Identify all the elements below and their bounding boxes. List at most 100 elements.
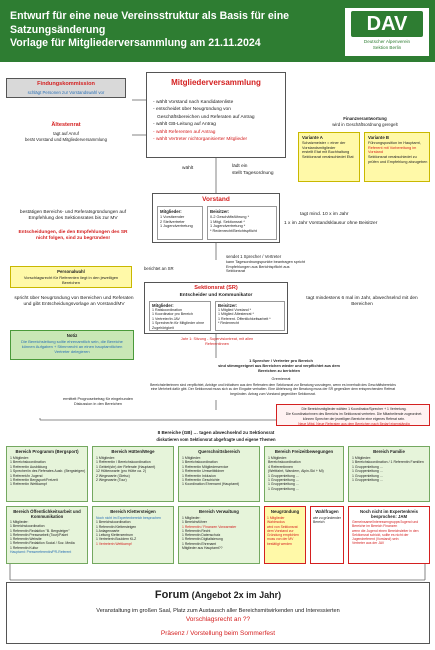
variante-b-item-2: Referent mit Vorbereitung im Vorstand (368, 145, 417, 155)
label-stellt: stellt Tagesordnung (232, 171, 274, 176)
forum-subtitle: (Angebot 2x im Jahr) (191, 590, 282, 600)
sektionsrat-members-title: Mitglieder: (152, 303, 174, 308)
sektionsrat-beisitzer-3: 1 Referent. Öffentlichkeitsarbeit * (218, 316, 271, 321)
gb-programm-line: 1 Referentin Bergsport/Freizeit (10, 477, 58, 482)
vorstand-members-list: 1 Vorsitzender 2 Stellvertreter 1 Jugend… (160, 215, 202, 229)
gb-freizeit-line: 4 Referentinnen (268, 464, 293, 469)
title-line-2: Vorlage für Mitgliederversammlung am 21.… (10, 37, 261, 50)
vorstand-beisitzer-title: Beisitzer: (210, 209, 230, 214)
vorstand-title: Vorstand (202, 196, 230, 203)
gb-oeffentlichkeit-lines: 1 Mitglieder: 1 Bereichskoordination 1 R… (10, 520, 88, 554)
document-title: Entwurf für eine neue Vereinsstruktur al… (10, 10, 355, 51)
gb-oeff-line: 1 Referentin Pressearbeit (Tour)/Paket (10, 532, 68, 537)
gb-neu-line: Wahlmodus (267, 520, 285, 525)
gb-verwaltung-title: Bereich Verwaltung (199, 509, 239, 514)
variante-a-box: Variante A Schatzmeister = einer der Vor… (298, 132, 360, 182)
gb-neu-line: 1 Mitglieder (267, 516, 285, 520)
gb-freizeit-line: 1 Mitglieder: (268, 456, 288, 460)
personalwahl-box: Personalwahl Vorschlagsrecht für Referen… (10, 266, 132, 288)
mitgliederversammlung-box: Mitgliederversammlung - wählt Vorstand n… (146, 72, 286, 158)
sektionsrat-beisitzer-note: * Redenrecht (218, 321, 239, 326)
hinweis-line-3: können Sprecher der jeweiligen Bereiche … (302, 417, 406, 421)
sprecher-extra: Gremienrat (271, 377, 291, 381)
findungskommission-subtitle: schlägt Personen zur Vorstandswahl vor (27, 90, 105, 95)
gb-jam-line: wenn die Jugend einen Bereichsleiter in … (352, 528, 419, 542)
gb-freizeit: Bereich Freizeitbewegungen 1 Mitglieder:… (264, 446, 344, 502)
label-waehlt: wählt (182, 166, 194, 171)
logo-text: Deutscher Alpenverein Sektion Berlin (347, 39, 427, 50)
mv-item-5: - wählt Referenten auf Antrag (153, 129, 216, 135)
vorstand-box: Vorstand Mitglieder: 1 Vorsitzender 2 St… (152, 193, 280, 243)
gb-familie-line: 1 Mitglieder: (352, 456, 372, 460)
mv-item-3: Geschäftsbereichen und Referaten auf Ant… (157, 114, 255, 120)
gb-kletter-line: Noch nicht im Expertenbereich besprochen (96, 516, 161, 520)
gb-querschnitt-line: 1 Bereichskoordination (182, 460, 218, 465)
variante-a-title: Variante A (302, 135, 323, 140)
gb-querschnitt-lines: 1 Mitglieder: 1 Bereichskoordination 1 R… (182, 456, 260, 487)
logo-mark: DAV (351, 11, 423, 37)
vorstand-beisitzer-note: * Redenrecht/Berichtspflicht (210, 229, 257, 234)
gb-programm-line: 1 Referentin Wettkampf (10, 482, 47, 487)
aeltestenrat-box: Ältestenrat tagt auf Anruf berät Vorstan… (6, 120, 126, 146)
gb-programm: Bereich Programm (Bergsport) 1 Mitgliede… (6, 446, 88, 502)
gb-oeff-line: 1 Referentin Website (10, 537, 42, 541)
variante-b-item-3: Sektionsrat verabschiedet zu prüfen und … (368, 155, 428, 164)
personalwahl-title: Personalwahl (57, 269, 85, 274)
sektionsrat-box: Sektionsrat (SR) Entscheider und Kommuni… (144, 282, 288, 334)
gb-neu-line: wird von Sektionsrat dem Vorstand zur Gr… (267, 524, 299, 538)
sektionsrat-members-list: 1 Ratskoordination 1 Koordinator pro Ber… (152, 308, 210, 330)
mv-item-1: - wählt Vorstand nach Kandidatenliste (153, 100, 234, 105)
note-spricht: spricht über Neugründung von Bereichen u… (14, 296, 134, 307)
hinweis-line-2: Die Koordinatorinnen des Bereichs im Sek… (285, 412, 423, 416)
gb-familie-lines: 1 Mitglieder: 1 Bereichskoordination / 1… (352, 456, 430, 482)
header-banner: Entwurf für eine neue Vereinsstruktur al… (0, 0, 435, 62)
gb-programm-line: 1 Referentin Ausbildung (10, 464, 48, 469)
gb-querschnitt-line: 1 Mitglieder: (182, 456, 202, 460)
gb-querschnitt-line: 1 Referentin Mitgliederservice (182, 464, 229, 469)
findungskommission-box: Findungskommission schlägt Personen zur … (6, 78, 126, 98)
bereiche-main: 8 Bereiche (GB) … tagen abwechselnd zu S… (157, 430, 275, 435)
label-entsendet: sendet 1 Sprecher / Vertreter (226, 254, 282, 259)
gb-wahlfragen: Wahlfragen wie zu gründender Bereich (310, 506, 344, 564)
gb-huetten-wege-title: Bereich Hütten/Wege (111, 449, 155, 454)
mitgliederversammlung-items: - wählt Vorstand nach Kandidatenliste - … (153, 99, 283, 144)
mv-item-6: - wählt Vertreter nichtorganisierter Mit… (153, 137, 248, 143)
gb-verwaltung-lines: 1 Mitglieder: 1 Bereichsführer 1 Referen… (182, 516, 260, 550)
gb-oeff-line: 1 Referentin Redaktion "B. Bergsteiger" (10, 528, 70, 533)
label-berichtet: berichtet an SR (144, 266, 174, 271)
variante-a-item-2: erstellt Etat mit Buchhaltung (302, 150, 350, 155)
gb-klettersteigen-title: Bereich Klettersteigen (110, 509, 156, 514)
note-bestaetigt: bestätigen Bereichs- und Referatsgründun… (19, 210, 127, 221)
gb-jam-line: Gemeinsame/Interessengruppe/Jugend und B… (352, 520, 419, 529)
vorstand-member-2: 2 Stellvertreter (160, 219, 185, 224)
gb-neugruendung-title: Neugründung (270, 509, 300, 514)
gb-jam-lines: Gemeinsame/Interessengruppe/Jugend und B… (352, 520, 428, 546)
dav-logo: DAV Deutscher Alpenverein Sektion Berlin (345, 8, 429, 56)
variante-a-list: Schatzmeister = einer der Vorstandsmitgl… (302, 141, 358, 160)
gb-programm-line: 1 Referent/in Jugend (10, 473, 43, 478)
sektionsrat-beisitzer: Beisitzer: 1 Mitglied Vorstand * 1 Mitgl… (215, 301, 285, 331)
gb-verw-line: Mitglieder aus Hauptamt?? (182, 545, 223, 550)
gb-jam-line: Vertreter aus der JAV (352, 541, 385, 546)
gb-oeffentlichkeit: Bereich Öffentlichkeitsarbeit und Kommun… (6, 506, 88, 564)
gb-verw-line: 1 Referentin Datenschutz (182, 533, 221, 537)
gb-jam-title: Noch nicht im Expertenkreis besprochen: … (359, 509, 419, 520)
sektionsrat-beisitzer-list: 1 Mitglied Vorstand * 1 Mitglied Älteste… (218, 308, 284, 326)
gb-querschnitt-line: 1 Referentin Geschichte (182, 477, 220, 482)
gb-programm-line: 1 Sprecher/in des Referates Ausb. (Bergs… (10, 469, 86, 474)
gb-programm-line: 1 Bereichskoordination (10, 460, 46, 465)
sektionsrat-member-3: 1 Vertreter/in JAV (152, 316, 180, 321)
mitgliederversammlung-title: Mitgliederversammlung (171, 78, 261, 87)
gb-querschnitt-line: 1 Koordination Ehrenamt (Hauptamt) (182, 482, 240, 487)
vorstand-beisitzer-list: 0-2 Geschäftsführung * 1 Mitgl. Sektions… (210, 215, 276, 234)
aeltestenrat-line-2: berät Vorstand und Mitgliederversammlung (25, 137, 107, 142)
gb-familie-line: 1 Gruppenleitung ... (352, 477, 383, 482)
sektionsrat-member-4: 1 Sprecher/in für Mitglieder ohne Zugehö… (152, 321, 205, 330)
sektionsrat-subtitle: Entscheider und Kommunikator (179, 293, 253, 298)
findungskommission-title: Findungskommission (37, 81, 95, 87)
gb-oeff-line: 1 Bereichskoordination (10, 524, 45, 529)
gb-oeff-line: 1 Referentin Redaktion Social / Soz. Med… (10, 541, 75, 546)
vorstand-member-1: 1 Vorsitzender (160, 215, 185, 219)
gb-verwaltung: Bereich Verwaltung 1 Mitglieder: 1 Berei… (178, 506, 260, 564)
